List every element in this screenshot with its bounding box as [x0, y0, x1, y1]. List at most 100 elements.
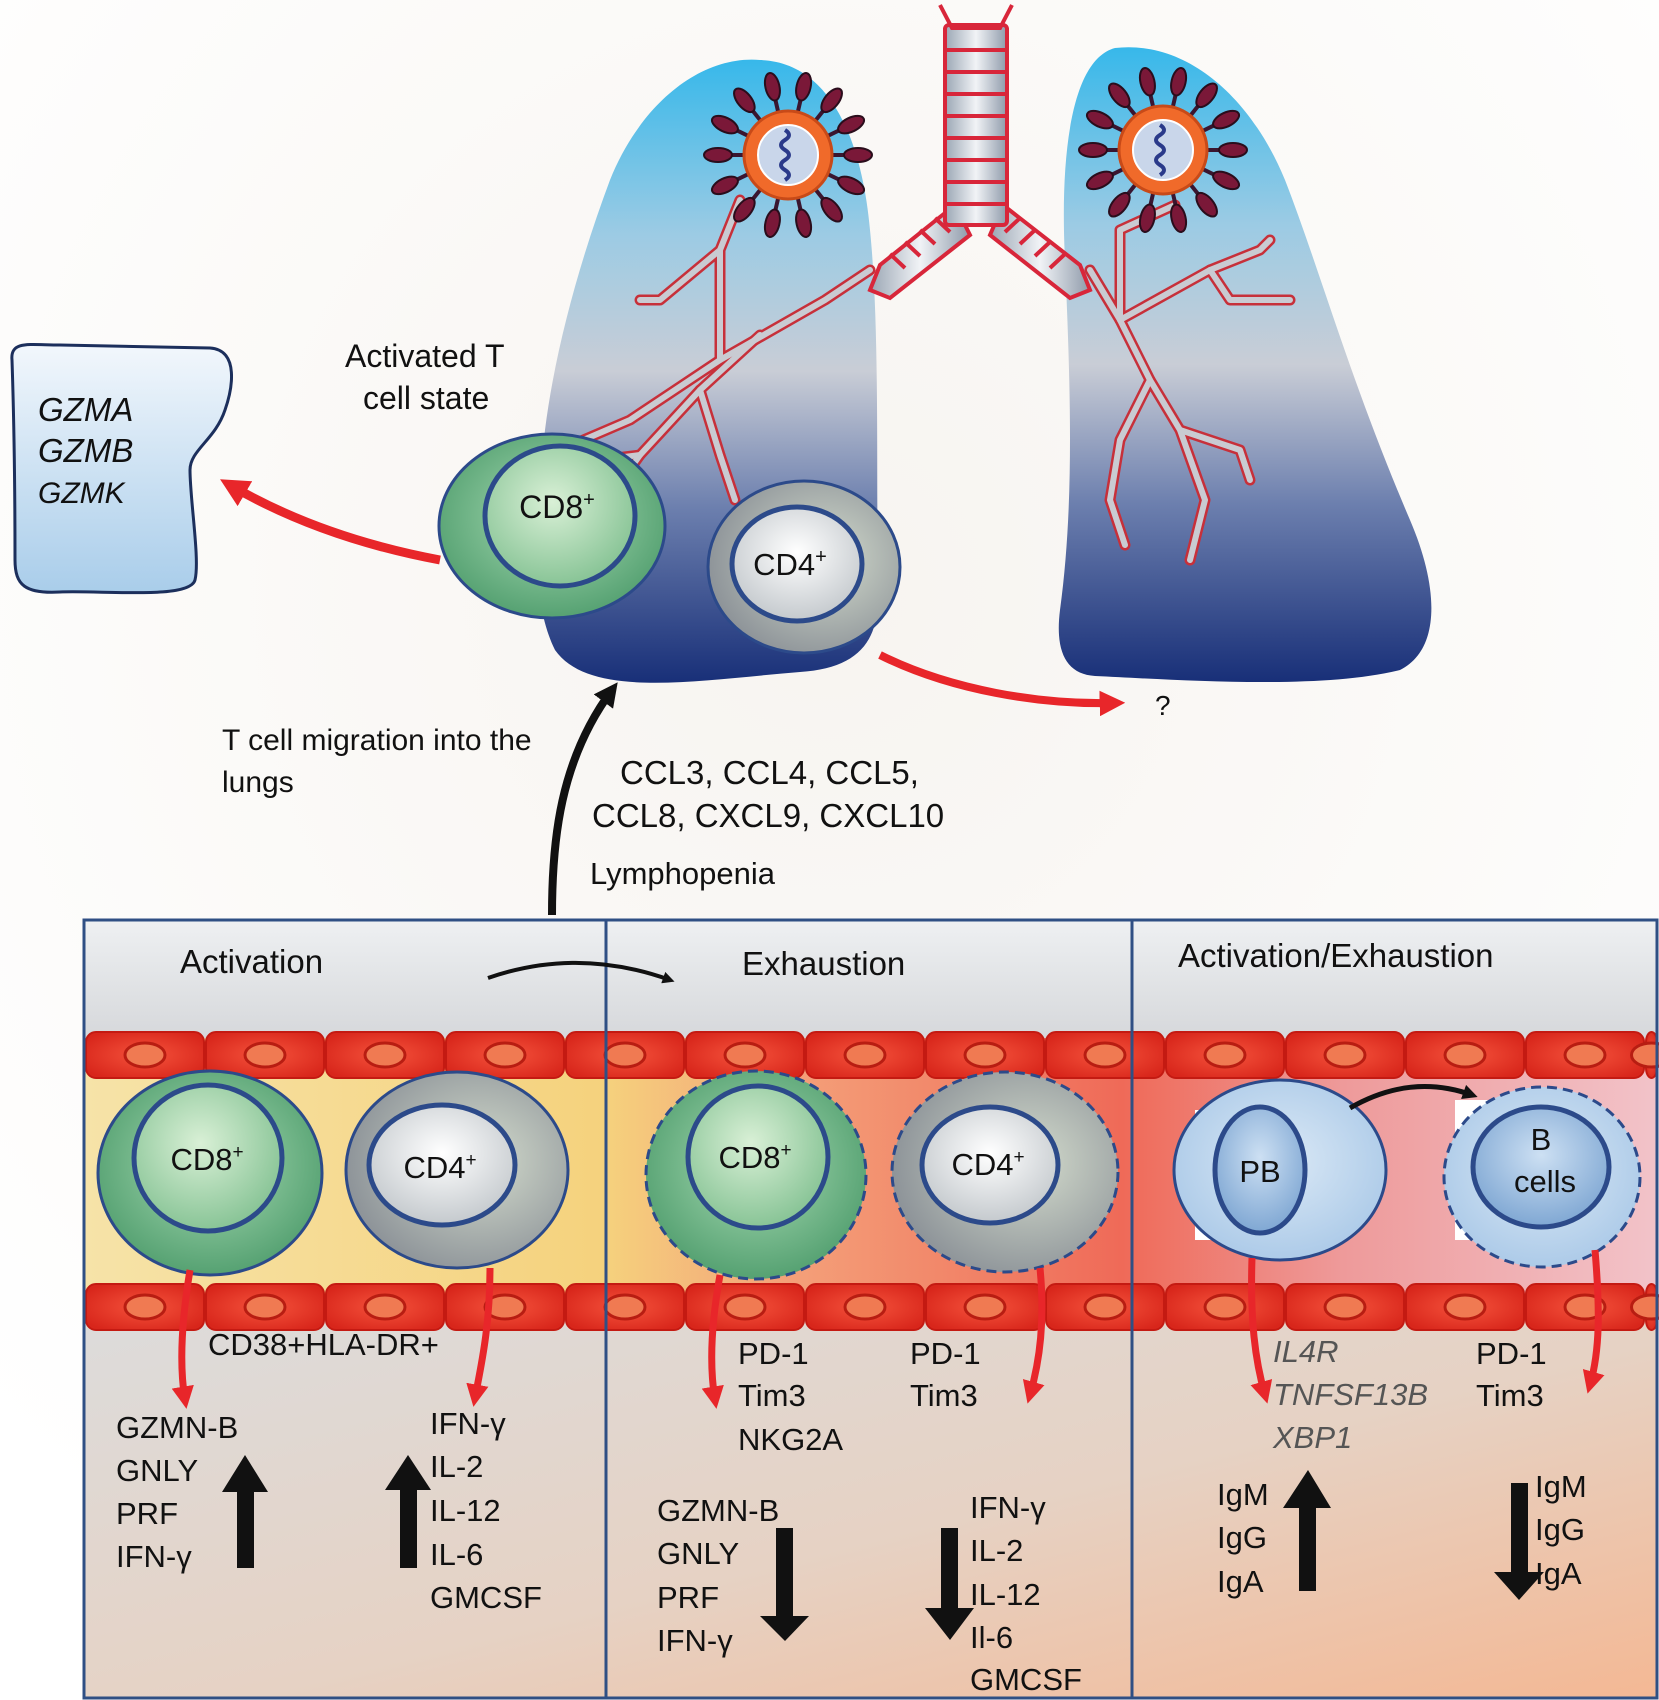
panel-title-activation: Activation: [180, 943, 323, 980]
spike-protein: [710, 114, 739, 135]
spike-protein: [837, 175, 866, 196]
b-cell-outputs: IgM IgG IgA: [1535, 1469, 1587, 1591]
spike-protein: [1138, 203, 1156, 233]
svg-text:CD4+: CD4+: [951, 1147, 1024, 1182]
svg-text:CD8+: CD8+: [170, 1142, 243, 1177]
output-label: IgG: [1535, 1512, 1585, 1547]
spike-protein: [1108, 82, 1131, 109]
spike-protein: [795, 208, 813, 238]
red-blood-cell-nucleus: [483, 1041, 527, 1069]
red-blood-cell-nucleus: [123, 1041, 167, 1069]
spike-protein: [733, 87, 756, 114]
spike-protein: [1218, 142, 1248, 158]
up-arrow-icon: [222, 1455, 268, 1568]
chemokines-label: CCL8, CXCL9, CXCL10: [592, 797, 944, 834]
svg-text:CD4+: CD4+: [403, 1150, 476, 1185]
migration-label: T cell migration into the: [222, 724, 532, 757]
viral-rna: [1154, 123, 1166, 177]
chemokines-label: CCL3, CCL4, CCL5,: [620, 754, 919, 791]
spike-protein: [763, 72, 781, 102]
lymphopenia-label: Lymphopenia: [590, 856, 776, 891]
red-blood-cell-nucleus: [963, 1041, 1007, 1069]
spike-protein: [1170, 67, 1188, 97]
down-arrow-icon: [925, 1528, 974, 1640]
spike-protein: [1195, 191, 1218, 218]
marker-label: PD-1: [910, 1336, 981, 1371]
red-blood-cell-nucleus: [843, 1041, 887, 1069]
panel-title-activation-exhaustion: Activation/Exhaustion: [1178, 937, 1494, 974]
exhaustion-cd8-outputs: GZMN-B GNLY PRF IFN-γ: [657, 1493, 779, 1658]
gene-label: XBP1: [1272, 1420, 1352, 1455]
spike-protein: [703, 147, 733, 163]
cell-label: cells: [1514, 1164, 1576, 1199]
cell-label: CD8: [718, 1140, 780, 1175]
b-cell: B cells: [1442, 1085, 1642, 1269]
output-label: GNLY: [116, 1453, 198, 1488]
lung-cd4-cell: CD4+: [706, 479, 902, 655]
spike-protein: [1108, 191, 1131, 218]
red-blood-cell-nucleus: [1630, 1041, 1659, 1069]
red-blood-cell-nucleus: [1563, 1041, 1607, 1069]
lung-cd8-cell: CD8+: [437, 432, 667, 620]
output-label: IgA: [1535, 1556, 1582, 1591]
activated-state-label: Activated T: [345, 338, 504, 374]
down-arrow-icon: [760, 1528, 809, 1641]
output-label: IgM: [1217, 1477, 1269, 1512]
virus-particle-left: [703, 72, 873, 238]
activation-cd8-outputs: GZMN-B GNLY PRF IFN-γ: [116, 1410, 238, 1574]
viral-rna: [779, 128, 791, 182]
marker-label: PD-1: [738, 1336, 809, 1371]
red-blood-cell-nucleus: [243, 1293, 287, 1321]
red-blood-cell-nucleus: [1630, 1293, 1659, 1321]
activation-cd8-cell: CD8+: [96, 1069, 324, 1277]
cell-label: CD8: [519, 489, 583, 525]
plasmablast-outputs: IgM IgG IgA: [1217, 1477, 1269, 1599]
red-blood-cell-nucleus: [363, 1041, 407, 1069]
plasmablast-cell: PB: [1172, 1078, 1388, 1262]
gene-box: GZMA GZMB GZMK: [10, 342, 233, 595]
red-blood-cell-nucleus: [1443, 1293, 1487, 1321]
red-blood-cell-nucleus: [963, 1293, 1007, 1321]
red-blood-cell-nucleus: [1443, 1041, 1487, 1069]
cell-label: CD8: [170, 1142, 232, 1177]
down-arrow-icon: [1494, 1483, 1544, 1600]
output-label: Il-6: [970, 1620, 1013, 1655]
red-blood-cell-nucleus: [363, 1293, 407, 1321]
svg-text:CD4+: CD4+: [753, 546, 827, 582]
up-arrow-icon: [385, 1455, 431, 1568]
red-blood-cell-nucleus: [603, 1293, 647, 1321]
spike-protein: [1195, 82, 1218, 109]
output-label: IL-12: [970, 1577, 1041, 1612]
virus-particle-right: [1078, 67, 1248, 233]
red-blood-cell-row-bottom: [85, 1283, 1659, 1331]
spike-protein: [733, 196, 756, 223]
activated-state-label: cell state: [363, 380, 489, 416]
arrow-to-gene-box: [220, 479, 441, 565]
output-label: IFN-γ: [116, 1539, 192, 1574]
output-label: PRF: [657, 1580, 719, 1615]
spike-protein: [1212, 109, 1241, 130]
activation-cd4-outputs: IFN-γ IL-2 IL-12 IL-6 GMCSF: [430, 1406, 542, 1615]
marker-label: Tim3: [1476, 1378, 1544, 1413]
red-blood-cell-nucleus: [1203, 1293, 1247, 1321]
b-cell-markers: PD-1 Tim3: [1476, 1336, 1547, 1413]
arrow-to-question: [878, 651, 1126, 717]
output-label: IL-6: [430, 1537, 483, 1572]
output-label: PRF: [116, 1496, 178, 1531]
panel-title-exhaustion: Exhaustion: [742, 945, 905, 982]
red-blood-cell-nucleus: [1083, 1293, 1127, 1321]
trend-arrows: [222, 1455, 1544, 1641]
spike-protein: [1085, 109, 1114, 130]
cell-label: CD4: [403, 1150, 465, 1185]
red-blood-cell-nucleus: [723, 1041, 767, 1069]
output-label: IFN-γ: [970, 1490, 1046, 1525]
red-blood-cell-nucleus: [123, 1293, 167, 1321]
cell-label: B: [1531, 1122, 1552, 1157]
red-blood-cell-nucleus: [603, 1041, 647, 1069]
exhaustion-cd4-outputs: IFN-γ IL-2 IL-12 Il-6 GMCSF: [970, 1490, 1082, 1697]
red-blood-cell-nucleus: [1203, 1041, 1247, 1069]
markers-label: CD38+HLA-DR+: [208, 1327, 439, 1362]
marker-label: Tim3: [910, 1378, 978, 1413]
spike-protein: [1078, 142, 1108, 158]
up-arrow-icon: [1283, 1470, 1331, 1591]
